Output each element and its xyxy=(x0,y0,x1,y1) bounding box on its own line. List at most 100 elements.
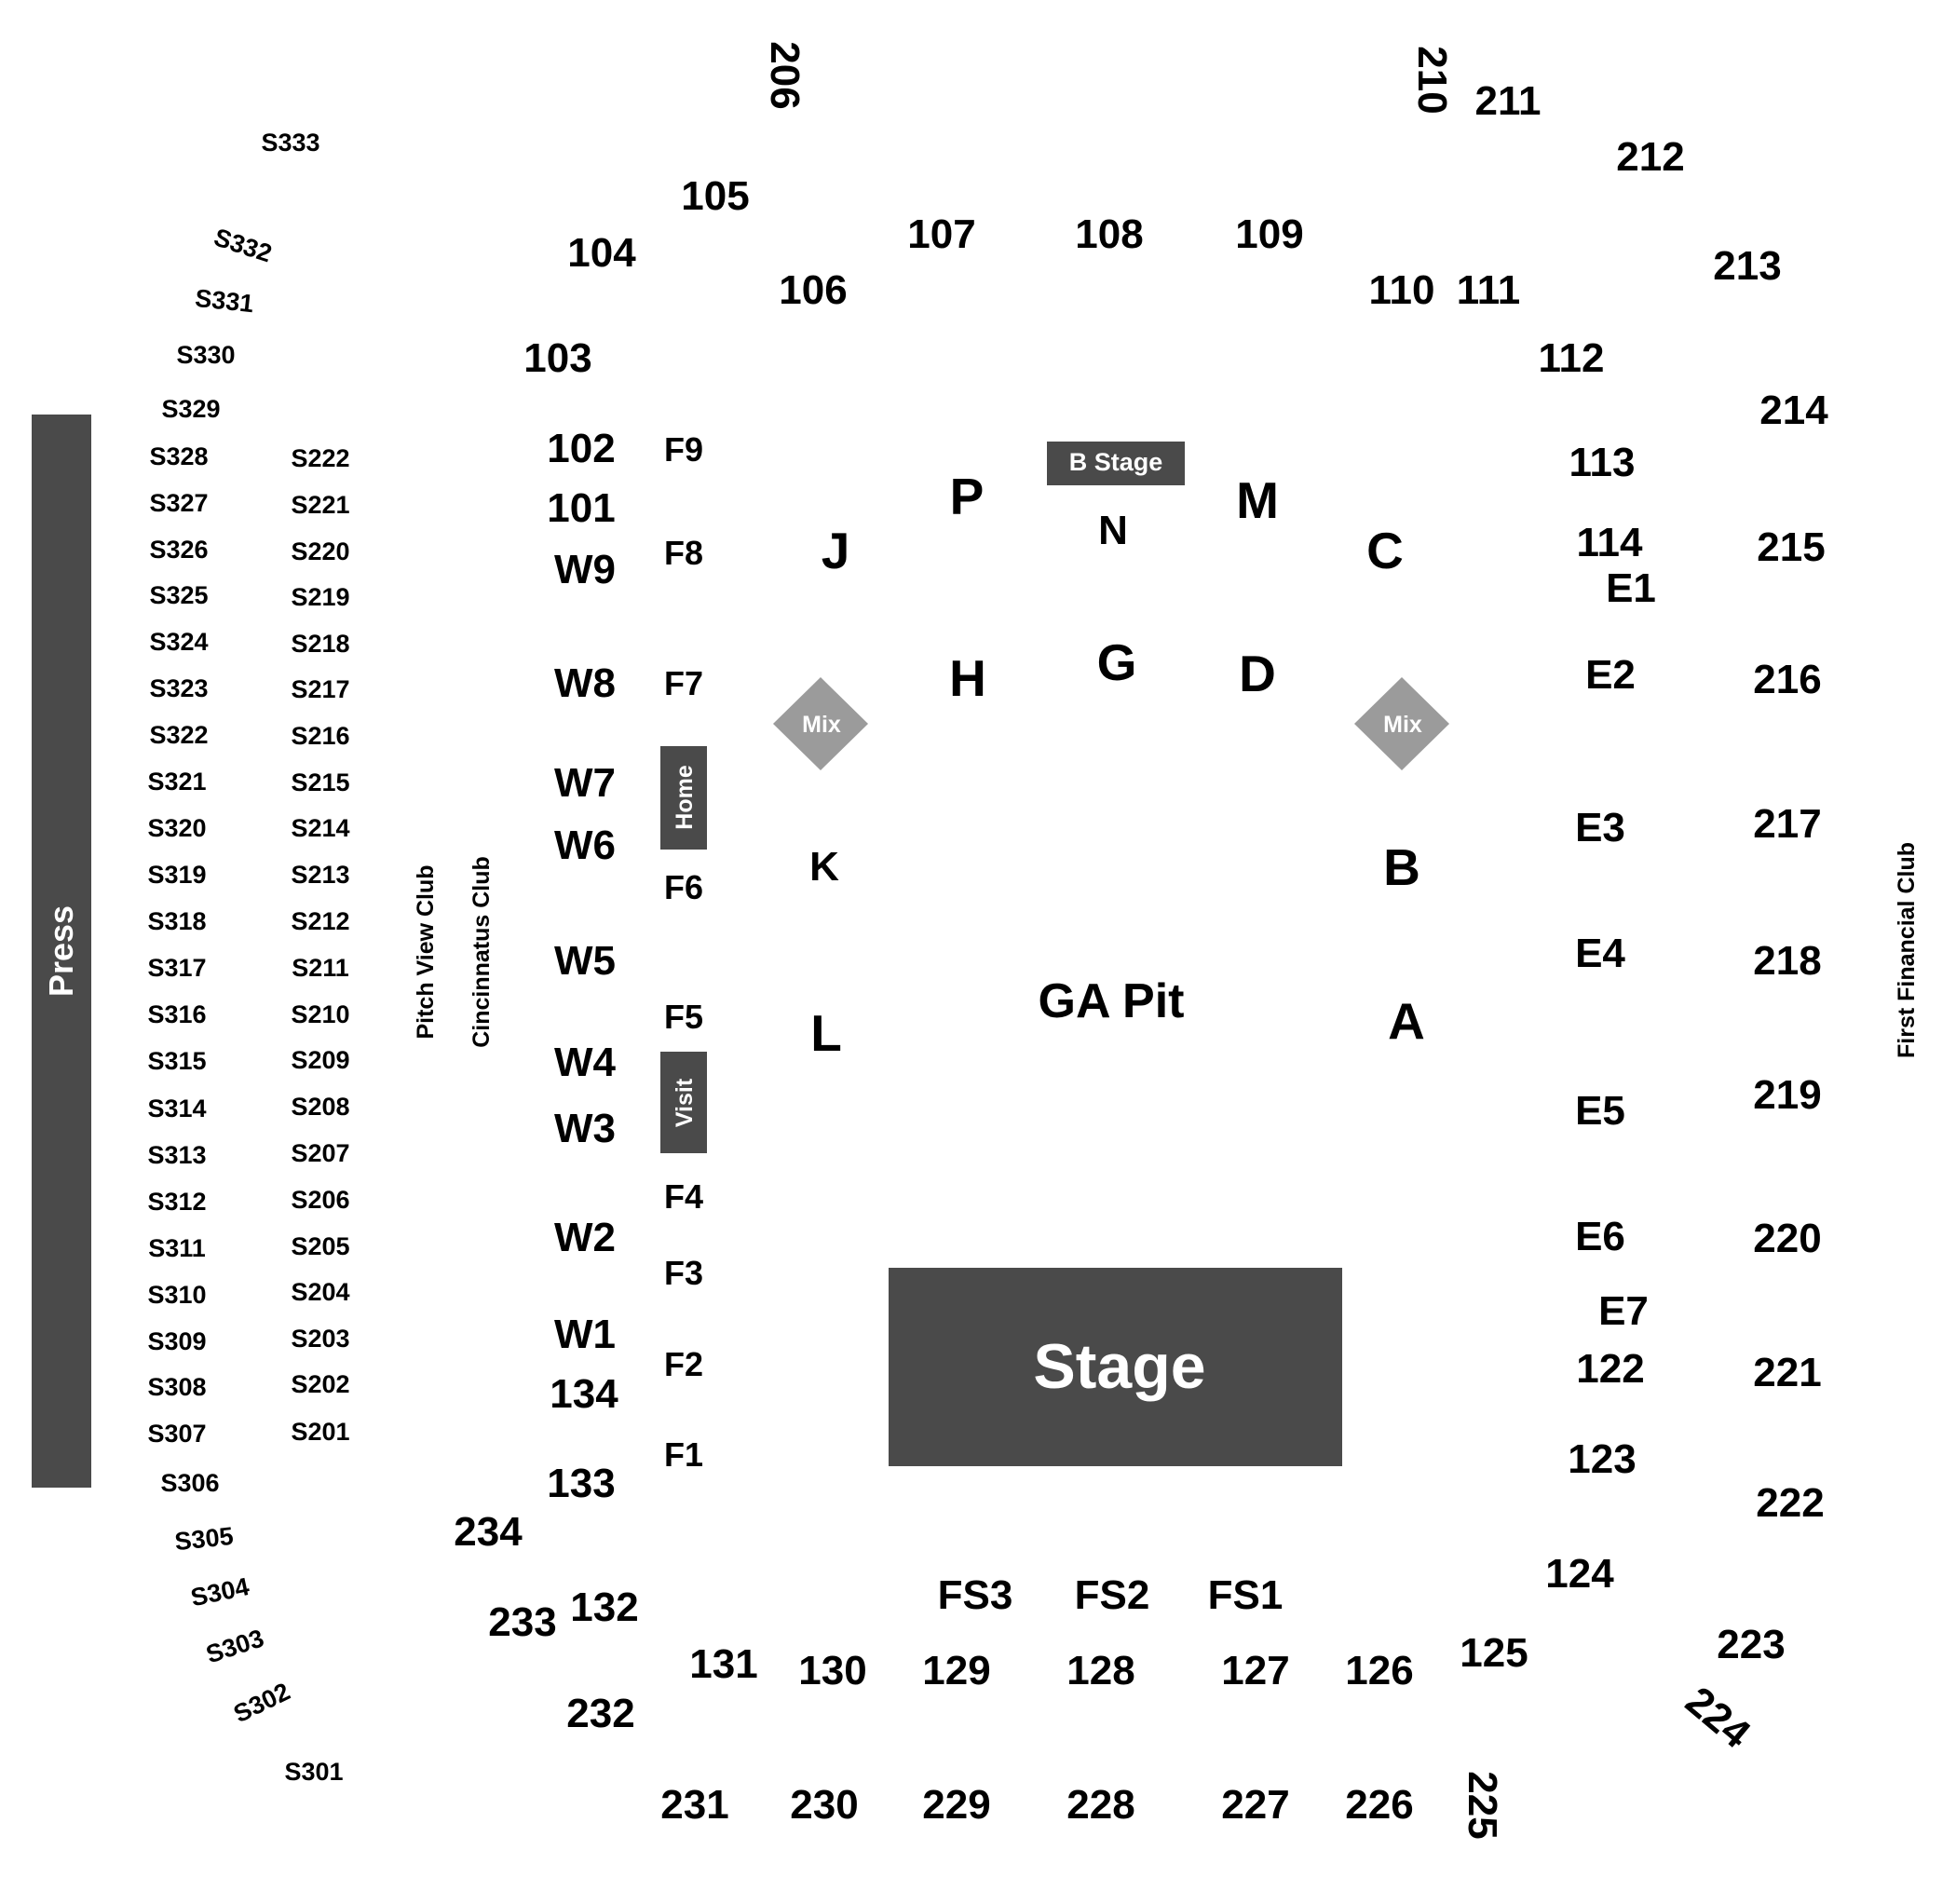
lower-section[interactable]: 104 xyxy=(567,230,636,276)
upper-section[interactable]: 231 xyxy=(660,1782,728,1828)
east-section[interactable]: E6 xyxy=(1575,1214,1625,1259)
suite[interactable]: S211 xyxy=(292,954,349,982)
suite[interactable]: S314 xyxy=(147,1095,206,1122)
front-stage-section[interactable]: FS3 xyxy=(938,1572,1013,1618)
lower-section[interactable]: 102 xyxy=(547,426,615,471)
suite[interactable]: S217 xyxy=(291,675,349,703)
lower-section[interactable]: 134 xyxy=(550,1371,618,1417)
west-section[interactable]: W7 xyxy=(554,760,616,806)
field-section[interactable]: F7 xyxy=(664,664,703,702)
upper-section[interactable]: 210 xyxy=(1409,46,1455,114)
east-section[interactable]: E3 xyxy=(1575,805,1625,850)
suite[interactable]: S214 xyxy=(291,814,349,842)
upper-section[interactable]: 232 xyxy=(566,1691,634,1736)
press-box[interactable]: Press xyxy=(32,415,91,1488)
floor-section[interactable]: G xyxy=(1097,633,1137,691)
upper-section[interactable]: 216 xyxy=(1753,657,1821,702)
suite[interactable]: S205 xyxy=(291,1232,349,1260)
upper-section[interactable]: 222 xyxy=(1756,1480,1824,1526)
suite[interactable]: S308 xyxy=(147,1373,206,1401)
upper-section[interactable]: 217 xyxy=(1753,801,1821,847)
upper-section[interactable]: 228 xyxy=(1066,1782,1134,1828)
upper-section[interactable]: 226 xyxy=(1345,1782,1413,1828)
east-section[interactable]: E1 xyxy=(1606,565,1656,611)
lower-section[interactable]: 128 xyxy=(1066,1648,1134,1693)
floor-section[interactable]: D xyxy=(1239,645,1276,702)
east-section[interactable]: E4 xyxy=(1575,931,1625,976)
suite[interactable]: S307 xyxy=(147,1420,206,1448)
floor-section[interactable]: P xyxy=(950,468,985,525)
lower-section[interactable]: 130 xyxy=(798,1648,866,1693)
upper-section[interactable]: 219 xyxy=(1753,1072,1821,1118)
suite[interactable]: S210 xyxy=(291,1000,349,1028)
lower-section[interactable]: 101 xyxy=(547,485,615,531)
suite[interactable]: S304 xyxy=(188,1572,251,1612)
lower-section[interactable]: 124 xyxy=(1545,1551,1614,1597)
upper-section[interactable]: 206 xyxy=(762,41,808,109)
suite[interactable]: S325 xyxy=(149,581,208,609)
upper-section[interactable]: 234 xyxy=(454,1509,523,1555)
upper-section[interactable]: 211 xyxy=(1475,78,1542,124)
suite[interactable]: S316 xyxy=(147,1000,206,1028)
west-section[interactable]: W4 xyxy=(554,1040,617,1085)
field-section[interactable]: F8 xyxy=(664,534,703,572)
upper-section[interactable]: 220 xyxy=(1753,1216,1821,1261)
east-section[interactable]: E7 xyxy=(1598,1288,1649,1334)
upper-section[interactable]: 224 xyxy=(1677,1679,1759,1758)
suite[interactable]: S333 xyxy=(261,129,319,156)
floor-section[interactable]: C xyxy=(1366,522,1404,579)
suite[interactable]: S203 xyxy=(291,1325,349,1353)
lower-section[interactable]: 122 xyxy=(1576,1346,1644,1392)
suite[interactable]: S328 xyxy=(149,442,208,470)
floor-section[interactable]: A xyxy=(1388,992,1425,1050)
floor-section[interactable]: B xyxy=(1383,838,1420,896)
field-section[interactable]: F3 xyxy=(664,1254,703,1292)
lower-section[interactable]: 125 xyxy=(1460,1630,1528,1676)
upper-section[interactable]: 230 xyxy=(790,1782,858,1828)
suite[interactable]: S311 xyxy=(148,1234,206,1262)
suite[interactable]: S301 xyxy=(284,1758,343,1786)
field-section[interactable]: F2 xyxy=(664,1345,703,1383)
field-section[interactable]: F4 xyxy=(664,1177,703,1216)
suite[interactable]: S313 xyxy=(147,1141,206,1169)
suite[interactable]: S327 xyxy=(149,489,208,517)
lower-section[interactable]: 114 xyxy=(1577,520,1644,565)
west-section[interactable]: W9 xyxy=(554,547,616,592)
suite[interactable]: S206 xyxy=(291,1186,349,1214)
lower-section[interactable]: 129 xyxy=(922,1648,990,1693)
suite[interactable]: S332 xyxy=(211,223,275,267)
lower-section[interactable]: 131 xyxy=(689,1641,757,1687)
field-section[interactable]: F6 xyxy=(664,868,703,906)
lower-section[interactable]: 107 xyxy=(907,211,975,257)
upper-section[interactable]: 233 xyxy=(488,1599,556,1645)
west-section[interactable]: W5 xyxy=(554,938,616,984)
suite[interactable]: S302 xyxy=(229,1678,294,1729)
west-section[interactable]: W1 xyxy=(554,1312,616,1357)
upper-section[interactable]: 223 xyxy=(1717,1622,1785,1667)
front-stage-section[interactable]: FS1 xyxy=(1208,1572,1284,1618)
suite[interactable]: S312 xyxy=(147,1188,206,1216)
floor-section[interactable]: L xyxy=(810,1004,842,1062)
mix-right[interactable]: Mix xyxy=(1354,677,1449,770)
field-section[interactable]: F1 xyxy=(664,1435,703,1474)
visit-dugout[interactable]: Visit xyxy=(660,1052,707,1153)
upper-section[interactable]: 214 xyxy=(1759,388,1828,433)
suite[interactable]: S306 xyxy=(160,1469,219,1497)
lower-section[interactable]: 110 xyxy=(1369,267,1435,313)
suite[interactable]: S323 xyxy=(149,674,208,702)
lower-section[interactable]: 113 xyxy=(1569,440,1636,485)
suite[interactable]: S310 xyxy=(147,1281,206,1309)
lower-section[interactable]: 103 xyxy=(523,335,591,381)
suite[interactable]: S201 xyxy=(291,1418,349,1446)
floor-section[interactable]: H xyxy=(949,649,986,707)
upper-section[interactable]: 212 xyxy=(1616,134,1684,180)
suite[interactable]: S208 xyxy=(291,1093,349,1121)
home-dugout[interactable]: Home xyxy=(660,746,707,850)
east-section[interactable]: E5 xyxy=(1575,1088,1625,1134)
suite[interactable]: S326 xyxy=(149,536,208,564)
west-section[interactable]: W2 xyxy=(554,1215,616,1260)
suite[interactable]: S204 xyxy=(291,1278,349,1306)
floor-section[interactable]: J xyxy=(822,522,850,579)
floor-section[interactable]: M xyxy=(1236,471,1279,529)
mix-left[interactable]: Mix xyxy=(773,677,868,770)
